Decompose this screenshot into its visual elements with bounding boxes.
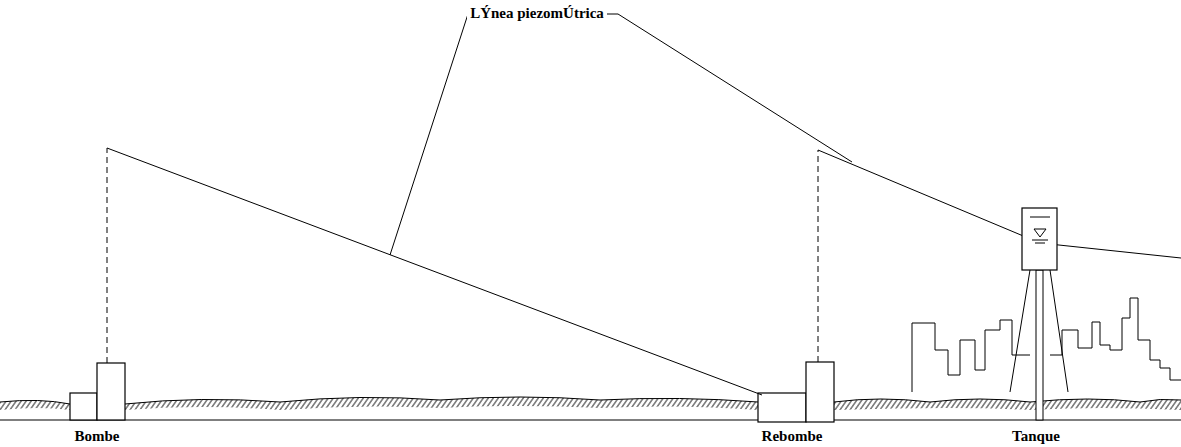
pump-house bbox=[70, 393, 97, 420]
water-tank bbox=[1022, 208, 1057, 270]
pipe bbox=[0, 419, 1181, 420]
ground-hatching bbox=[0, 397, 1181, 410]
station-label: Bombe bbox=[72, 428, 123, 445]
water-level-symbol bbox=[1032, 240, 1048, 241]
leader-line bbox=[600, 14, 852, 162]
piezometric-line bbox=[818, 150, 1181, 258]
pressure-head bbox=[107, 148, 108, 363]
tower-leg bbox=[1050, 270, 1068, 392]
station-label: Rebombe bbox=[759, 428, 826, 445]
booster-tower bbox=[806, 362, 834, 422]
tank-top-line bbox=[1030, 217, 1050, 218]
ground-line bbox=[0, 397, 1181, 404]
tower-leg bbox=[1010, 270, 1030, 392]
pressure-head bbox=[818, 150, 819, 362]
callout-label: LÝnea piezomÚtrica bbox=[467, 5, 607, 22]
leader-line bbox=[390, 14, 474, 255]
booster-house bbox=[758, 393, 806, 422]
water-level-symbol bbox=[1035, 243, 1045, 244]
city-skyline bbox=[912, 298, 1181, 392]
piezometric-line bbox=[107, 148, 762, 395]
station-label: Tanque bbox=[1009, 428, 1063, 445]
tower-pipe bbox=[1036, 270, 1043, 420]
water-level-symbol bbox=[1034, 229, 1046, 237]
pump-tower bbox=[97, 363, 125, 420]
